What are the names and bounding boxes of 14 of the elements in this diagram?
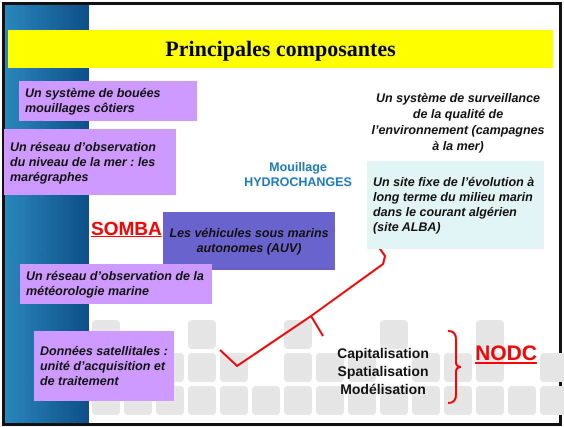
label-text: Capitalisation xyxy=(336,345,430,362)
text-box: Les véhicules sous marins autonomes (AUV) xyxy=(163,212,335,270)
text-box: Données satellitales : unité d’acquisition et de traitement xyxy=(34,331,174,401)
label-text: Spatialisation xyxy=(336,363,430,380)
text-box: Un site fixe de l’évolution à long terme du milieu marin dans le courant algérien (site ALBA) xyxy=(367,161,544,249)
text-box: Un réseau d’observation de la météorologie marine xyxy=(20,264,212,304)
text-box: Un réseau d’observation du niveau de la mer : les marégraphes xyxy=(4,129,176,195)
text-box: Un système de bouées mouillages côtiers xyxy=(19,81,197,121)
title: Principales composantes xyxy=(165,36,396,62)
label-text: SOMBA xyxy=(91,219,161,242)
label-text: NODC xyxy=(474,341,538,366)
label-text: Un système de surveillance de la qualité de l’environnement (campagnes à la mer) xyxy=(370,90,546,154)
label-text: Mouillage HYDROCHANGES xyxy=(243,160,353,190)
label-text: Modélisation xyxy=(339,381,427,398)
